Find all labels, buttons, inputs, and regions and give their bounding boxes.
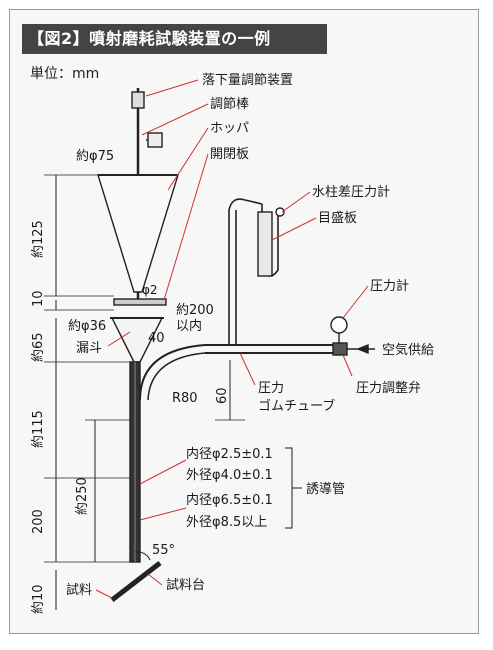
- label-air-supply: 空気供給: [382, 342, 434, 358]
- dim-d36: 約φ36: [68, 319, 106, 334]
- dim-h60: 60: [215, 387, 230, 404]
- label-scale-plate: 目盛板: [318, 211, 357, 226]
- dim-angle55: 55°: [152, 543, 175, 558]
- dim-h250: 約250: [75, 477, 90, 515]
- spec-outer1: 外径φ4.0±0.1: [186, 468, 273, 483]
- label-sample: 試料: [66, 582, 92, 598]
- label-adjust-rod: 調節棒: [210, 97, 249, 112]
- label-shutter: 開閉板: [210, 147, 249, 162]
- scale-plate: [257, 211, 273, 277]
- air-arrow-icon: [356, 343, 369, 355]
- label-drop-adjust: 落下量調節装置: [202, 73, 293, 88]
- pressure-gauge: [330, 316, 348, 334]
- pressure-regulator: [332, 342, 348, 356]
- bend-r80: [139, 344, 206, 401]
- label-hopper: ホッパ: [210, 121, 249, 136]
- dim-h200: 200: [31, 509, 46, 534]
- dim-h115: 約115: [31, 410, 46, 448]
- shutter-plate: [113, 298, 167, 306]
- drop-adjust-device: [131, 91, 145, 109]
- sample-table: [110, 561, 162, 602]
- dim-r80: R80: [172, 391, 198, 406]
- dim-h10b: 約10: [31, 584, 46, 614]
- label-pressure-tube-1: 圧力: [258, 381, 284, 396]
- unit-label: 単位：mm: [30, 66, 100, 82]
- spec-outer2: 外径φ8.5以上: [186, 515, 267, 530]
- dim-h10: 10: [31, 290, 46, 307]
- figure-frame: [9, 9, 479, 634]
- label-regulator: 圧力調整弁: [356, 381, 421, 396]
- label-guide-tube: 誘導管: [306, 482, 345, 497]
- dim-h125: 約125: [31, 220, 46, 258]
- dim-d75: 約φ75: [76, 149, 114, 164]
- dim-w40: 40: [148, 331, 165, 346]
- label-pressure-gauge: 圧力計: [370, 278, 409, 294]
- hopper: [97, 174, 179, 293]
- label-pressure-tube-2: ゴムチューブ: [258, 398, 335, 414]
- dim-d200a: 約200: [176, 303, 214, 318]
- label-funnel: 漏斗: [76, 340, 102, 356]
- spec-inner2: 内径φ6.5±0.1: [186, 492, 273, 508]
- dim-d200b: 以内: [176, 318, 202, 334]
- spec-inner1: 内径φ2.5±0.1: [186, 446, 273, 462]
- dim-h65: 約65: [31, 332, 46, 362]
- dim-d2: φ2: [142, 283, 158, 297]
- label-manometer: 水柱差圧力計: [312, 184, 390, 200]
- figure-title: 【図2】噴射磨耗試験装置の一例: [22, 24, 327, 54]
- label-sample-table: 試料台: [166, 577, 205, 593]
